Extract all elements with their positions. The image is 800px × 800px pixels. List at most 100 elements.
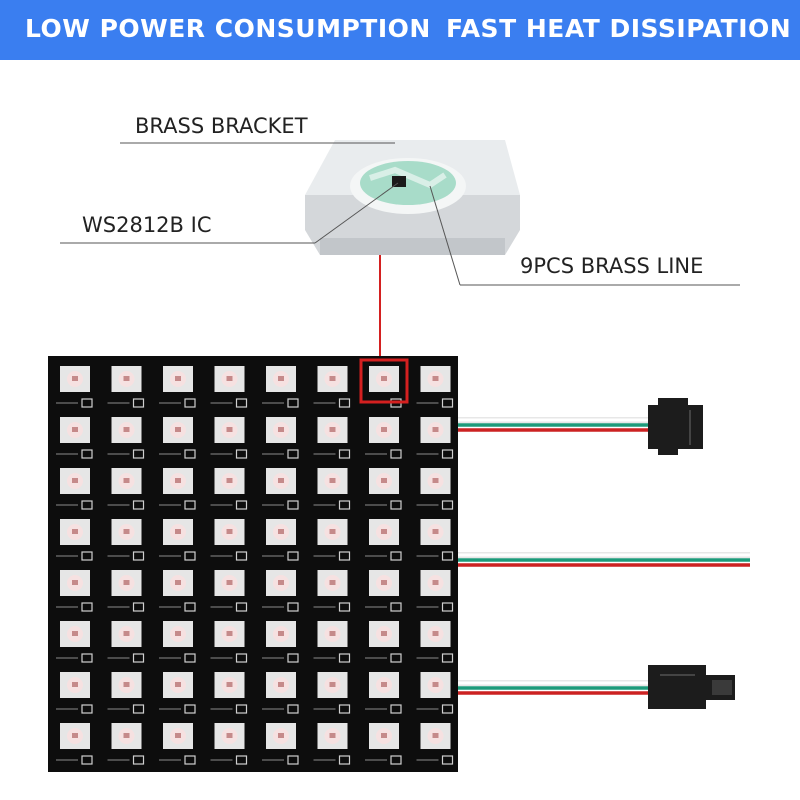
capacitor-3-8 [441,500,454,510]
capacitor-1-4 [235,398,248,408]
capacitor-7-4 [235,704,248,714]
led-chip-6-7 [381,631,387,636]
capacitor-8-7 [390,755,402,765]
capacitor-8-1 [81,755,93,765]
led-chip-2-5 [278,427,284,432]
led-chip-3-8 [432,478,439,483]
capacitor-6-4 [235,653,248,663]
led-chip-6-2 [123,631,130,636]
capacitor-4-1 [81,551,93,561]
led-chip-5-6 [329,580,336,585]
led-chip-2-1 [72,427,78,432]
capacitor-1-8 [441,398,454,408]
capacitor-4-3 [184,551,196,561]
led-package-illustration [305,140,520,255]
led-chip-7-6 [329,682,336,687]
led-chip-5-1 [72,580,78,585]
led-chip-3-4 [226,478,233,483]
capacitor-7-8 [441,704,454,714]
capacitor-7-5 [287,704,299,714]
led-chip-6-4 [226,631,233,636]
led-chip-4-5 [278,529,284,534]
capacitor-1-5 [287,398,299,408]
led-chip-4-1 [72,529,78,534]
led-chip-3-1 [72,478,78,483]
capacitor-2-6 [338,449,351,459]
capacitor-8-6 [338,755,351,765]
capacitor-6-5 [287,653,299,663]
capacitor-8-5 [287,755,299,765]
led-chip-7-5 [278,682,284,687]
capacitor-2-3 [184,449,196,459]
capacitor-5-3 [184,602,196,612]
capacitor-3-6 [338,500,351,510]
led-chip-2-8 [432,427,439,432]
feature-banner [0,0,800,60]
led-chip-5-3 [175,580,181,585]
capacitor-7-2 [132,704,145,714]
ws2812b-ic-label: WS2812B IC [82,213,212,237]
top-jst-connector [648,398,703,455]
ic-callout-line [314,182,399,244]
led-chip-1-2 [123,376,130,381]
led-chip-5-8 [432,580,439,585]
led-chip-2-6 [329,427,336,432]
capacitor-4-6 [338,551,351,561]
led-chip-1-3 [175,376,181,381]
capacitor-1-2 [132,398,145,408]
capacitor-6-3 [184,653,196,663]
capacitor-3-3 [184,500,196,510]
capacitor-8-8 [441,755,454,765]
brass-bracket-pad [360,161,456,205]
led-chip-3-7 [381,478,387,483]
led-chip-5-7 [381,580,387,585]
led-chip-8-3 [175,733,181,738]
capacitor-6-7 [390,653,402,663]
capacitor-3-4 [235,500,248,510]
capacitor-3-7 [390,500,402,510]
led-chip-7-4 [226,682,233,687]
brass-line-callout-line [429,185,461,286]
capacitor-5-5 [287,602,299,612]
led-chip-4-4 [226,529,233,534]
capacitor-2-8 [441,449,454,459]
capacitor-4-7 [390,551,402,561]
capacitor-6-8 [441,653,454,663]
wire-harness [450,417,750,695]
led-chip-2-4 [226,427,233,432]
led-chip-6-3 [175,631,181,636]
brass-bracket-label: BRASS BRACKET [135,114,308,138]
capacitor-4-5 [287,551,299,561]
capacitor-8-2 [132,755,145,765]
capacitor-7-3 [184,704,196,714]
capacitor-4-4 [235,551,248,561]
capacitor-5-8 [441,602,454,612]
capacitor-3-1 [81,500,93,510]
led-chip-7-2 [123,682,130,687]
led-grid [56,366,454,765]
led-chip-4-3 [175,529,181,534]
led-chip-3-3 [175,478,181,483]
led-chip-8-6 [329,733,336,738]
led-chip-1-6 [329,376,336,381]
capacitor-3-5 [287,500,299,510]
led-chip-8-5 [278,733,284,738]
led-chip-2-2 [123,427,130,432]
led-chip-4-6 [329,529,336,534]
capacitor-5-7 [390,602,402,612]
led-chip-8-4 [226,733,233,738]
capacitor-5-1 [81,602,93,612]
led-chip-7-8 [432,682,439,687]
capacitor-2-2 [132,449,145,459]
led-chip-4-2 [123,529,130,534]
capacitor-2-5 [287,449,299,459]
led-chip-5-2 [123,580,130,585]
highlighted-led-box [359,358,409,404]
ws2812b-chip [392,176,406,187]
led-chip-8-7 [381,733,387,738]
capacitor-7-7 [390,704,402,714]
brass-line-label: 9PCS BRASS LINE [520,254,704,278]
led-chip-7-3 [175,682,181,687]
led-chip-1-8 [432,376,439,381]
capacitor-5-6 [338,602,351,612]
